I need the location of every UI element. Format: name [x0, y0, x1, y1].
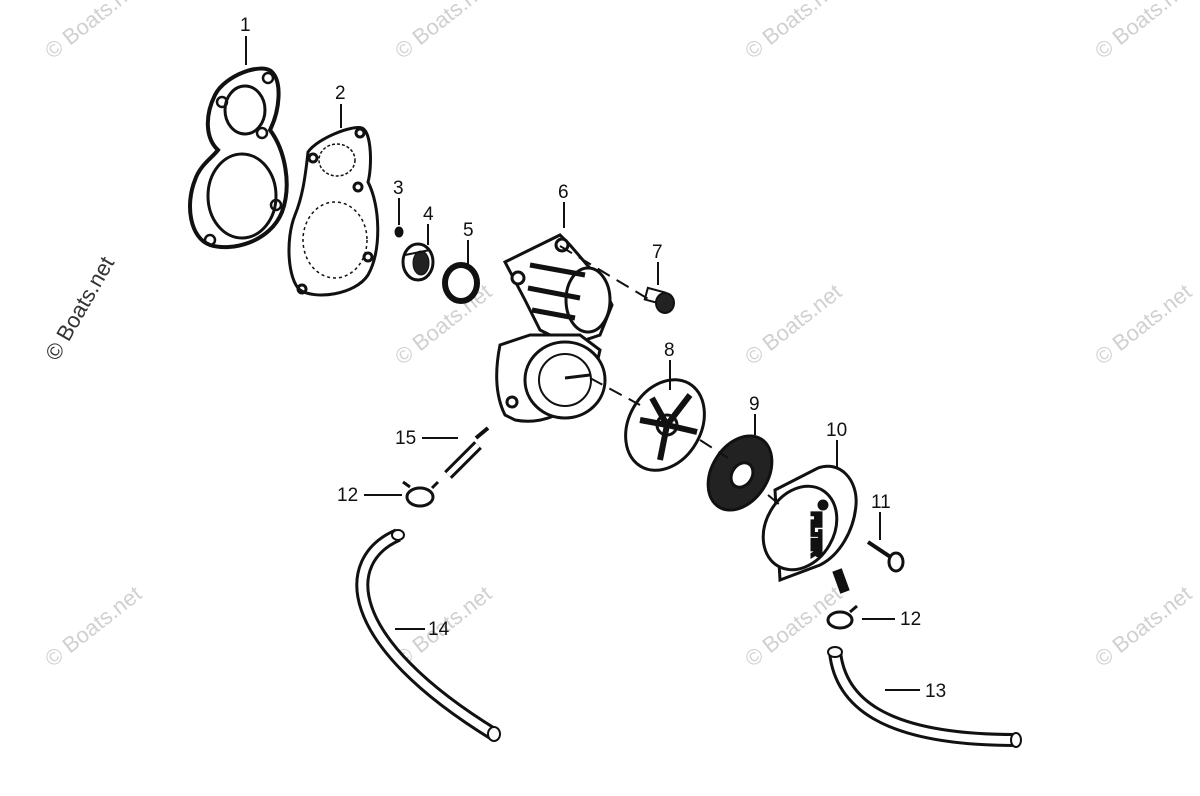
callout-2: 2 [335, 83, 346, 104]
part-13-hose [827, 646, 1022, 748]
part-8-screen [624, 378, 706, 472]
part-15-fitting [444, 426, 490, 479]
part-11-screw [866, 540, 905, 573]
callout-1: 1 [240, 15, 251, 36]
part-10-filter-bowl: FILTER [761, 464, 858, 594]
callout-12: 12 [337, 485, 358, 506]
part-5-oring [442, 262, 480, 304]
leader-lines [245, 36, 920, 691]
callout-4: 4 [423, 204, 434, 225]
callout-13: 13 [925, 681, 946, 702]
callout-6: 6 [558, 182, 569, 203]
part-7-bolt [643, 286, 675, 314]
callout-7: 7 [652, 242, 663, 263]
part-3-screw [394, 226, 404, 238]
part-1-gasket [188, 66, 289, 250]
callout-8: 8 [664, 340, 675, 361]
callout-9: 9 [749, 394, 760, 415]
callout-15: 15 [395, 428, 416, 449]
part-14-hose [355, 528, 501, 742]
callout-12: 12 [900, 609, 921, 630]
callout-10: 10 [826, 420, 847, 441]
filter-label: FILTER [809, 512, 824, 557]
callout-3: 3 [393, 178, 404, 199]
part-2-diaphragm [287, 126, 380, 297]
callout-labels: 1 2 3 4 5 6 7 8 9 10 11 12 12 13 14 15 [240, 15, 946, 702]
callout-5: 5 [463, 220, 474, 241]
alignment-lines [559, 245, 781, 506]
part-6-pump-body [495, 233, 614, 423]
callout-11: 11 [871, 492, 891, 513]
callout-14: 14 [428, 619, 450, 640]
part-12-clip [402, 480, 858, 630]
part-4-valve [401, 242, 435, 282]
